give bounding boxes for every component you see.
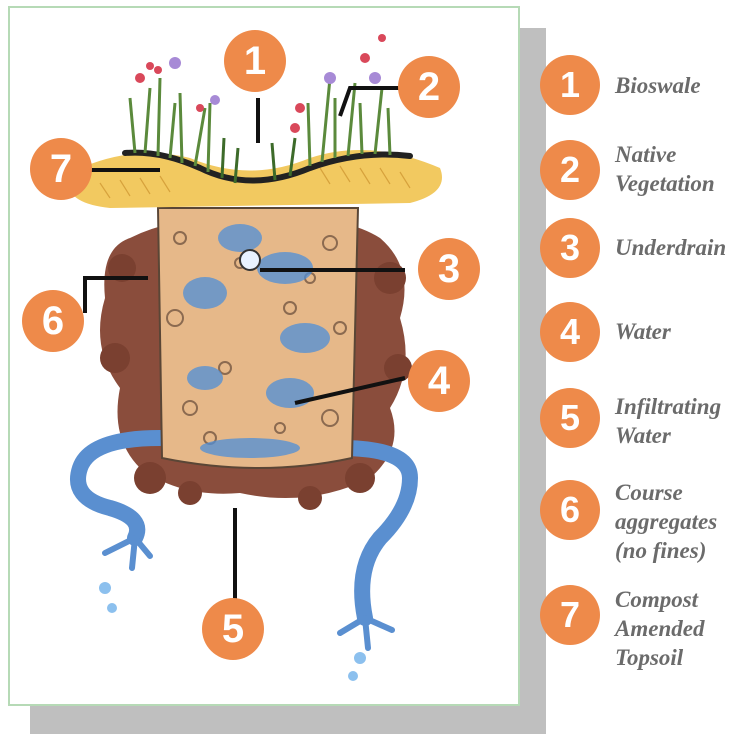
course-aggregate-trench bbox=[158, 208, 358, 468]
legend-item-course-aggregates: 6 Course aggregates (no fines) bbox=[540, 480, 755, 550]
legend-item-water: 4 Water bbox=[540, 302, 755, 372]
underdrain-pipe bbox=[240, 250, 260, 270]
callout-2: 2 bbox=[398, 56, 460, 118]
legend-item-underdrain: 3 Underdrain bbox=[540, 218, 755, 288]
callout-7: 7 bbox=[30, 138, 92, 200]
legend-badge: 1 bbox=[540, 55, 600, 115]
legend-item-infiltrating-water: 5 Infiltrating Water bbox=[540, 388, 755, 458]
legend-label: Infiltrating Water bbox=[615, 392, 755, 450]
callout-3: 3 bbox=[418, 238, 480, 300]
callout-1: 1 bbox=[224, 30, 286, 92]
legend-label: Bioswale bbox=[615, 71, 755, 100]
legend-badge: 4 bbox=[540, 302, 600, 362]
legend-badge: 6 bbox=[540, 480, 600, 540]
legend-label: Native Vegetation bbox=[615, 140, 755, 198]
callout-6: 6 bbox=[22, 290, 84, 352]
callout-5: 5 bbox=[202, 598, 264, 660]
legend-label: Compost Amended Topsoil bbox=[615, 585, 755, 672]
legend-badge: 5 bbox=[540, 388, 600, 448]
legend-item-native-vegetation: 2 Native Vegetation bbox=[540, 140, 755, 210]
legend-label: Water bbox=[615, 317, 755, 346]
legend-item-compost-topsoil: 7 Compost Amended Topsoil bbox=[540, 585, 755, 655]
legend-badge: 2 bbox=[540, 140, 600, 200]
legend-label: Underdrain bbox=[615, 233, 755, 262]
legend-item-bioswale: 1 Bioswale bbox=[540, 55, 755, 125]
legend-label: Course aggregates (no fines) bbox=[615, 478, 755, 565]
legend-badge: 7 bbox=[540, 585, 600, 645]
callout-4: 4 bbox=[408, 350, 470, 412]
legend-badge: 3 bbox=[540, 218, 600, 278]
